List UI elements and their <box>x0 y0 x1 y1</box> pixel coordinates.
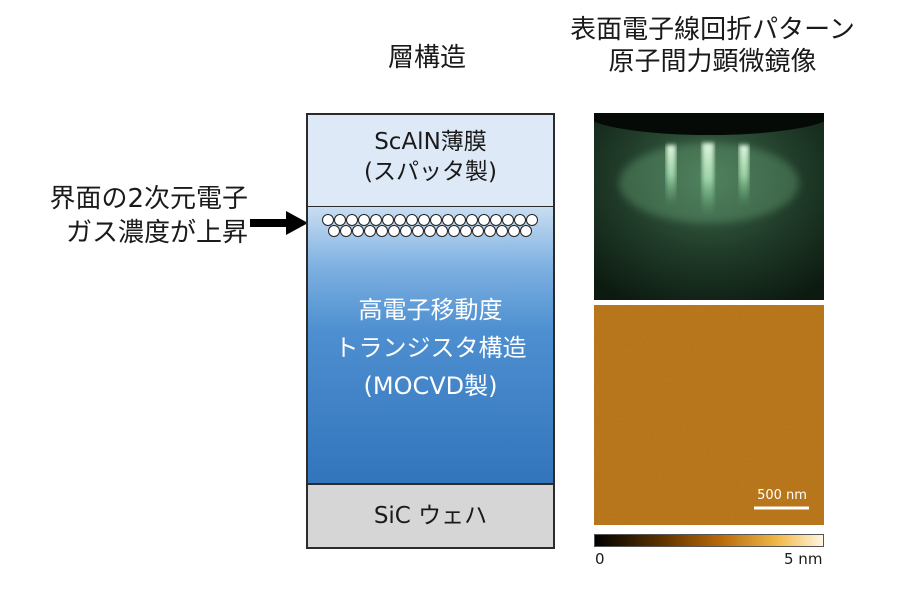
electron-circle <box>376 225 388 237</box>
electron-circle <box>520 225 532 237</box>
2deg-annotation: 界面の2次元電子 ガス濃度が上昇 <box>18 182 248 250</box>
hemt-method-label: (MOCVD製) <box>363 372 498 400</box>
sic-substrate-layer: SiC ウェハ <box>308 483 553 547</box>
electron-circle <box>394 214 406 226</box>
electron-circle <box>442 214 454 226</box>
electron-circle <box>352 225 364 237</box>
hemt-layer: 高電子移動度 トランジスタ構造 (MOCVD製) <box>308 207 553 483</box>
electron-circle <box>400 225 412 237</box>
rheed-pattern-image <box>594 113 824 300</box>
scale-bar-label: 500 nm <box>757 488 807 503</box>
electron-circle <box>424 225 436 237</box>
layer-stack-diagram: ScAlN薄膜 (スパッタ製) 高電子移動度 トランジスタ構造 (MOCVD製)… <box>306 113 555 549</box>
layer-structure-title: 層構造 <box>387 43 466 73</box>
electron-circle <box>490 214 502 226</box>
rheed-title: 表面電子線回折パターン <box>570 15 855 45</box>
electron-circle <box>436 225 448 237</box>
electron-circle <box>430 214 442 226</box>
electron-circle <box>418 214 430 226</box>
afm-title: 原子間力顕微鏡像 <box>608 47 817 77</box>
electron-circle <box>334 214 346 226</box>
afm-image <box>594 305 824 525</box>
substrate-label: SiC ウェハ <box>373 503 488 529</box>
electron-circle <box>412 225 424 237</box>
images-title: 表面電子線回折パターン 原子間力顕微鏡像 <box>540 14 885 78</box>
electron-circle <box>484 225 496 237</box>
electron-circle <box>514 214 526 226</box>
electron-circle <box>388 225 400 237</box>
electron-circle <box>406 214 418 226</box>
hemt-label-line1: 高電子移動度 <box>358 296 503 324</box>
electron-circle <box>502 214 514 226</box>
annotation-line1: 界面の2次元電子 <box>49 184 248 214</box>
electron-circle <box>370 214 382 226</box>
electron-circle <box>508 225 520 237</box>
electron-circle <box>340 225 352 237</box>
electron-circle <box>364 225 376 237</box>
electron-circle <box>448 225 460 237</box>
scaln-layer: ScAlN薄膜 (スパッタ製) <box>308 115 553 207</box>
arrow-icon <box>250 211 308 235</box>
2deg-electrons <box>322 214 538 237</box>
electron-circle <box>328 225 340 237</box>
electron-circle <box>466 214 478 226</box>
electron-circle <box>460 225 472 237</box>
colorbar-min-label: 0 <box>595 550 605 568</box>
electron-circle <box>346 214 358 226</box>
scaln-label: ScAlN薄膜 <box>374 129 487 155</box>
electron-circle <box>322 214 334 226</box>
electron-circle <box>526 214 538 226</box>
electron-circle <box>478 214 490 226</box>
colorbar-max-label: 5 nm <box>784 550 823 568</box>
hemt-label-line2: トランジスタ構造 <box>334 334 527 362</box>
electron-circle <box>472 225 484 237</box>
electron-circle <box>454 214 466 226</box>
electron-circle <box>496 225 508 237</box>
scaln-method-label: (スパッタ製) <box>364 159 497 185</box>
annotation-line2: ガス濃度が上昇 <box>65 218 248 248</box>
electron-circle <box>358 214 370 226</box>
height-colorbar <box>594 534 824 547</box>
electron-circle <box>382 214 394 226</box>
